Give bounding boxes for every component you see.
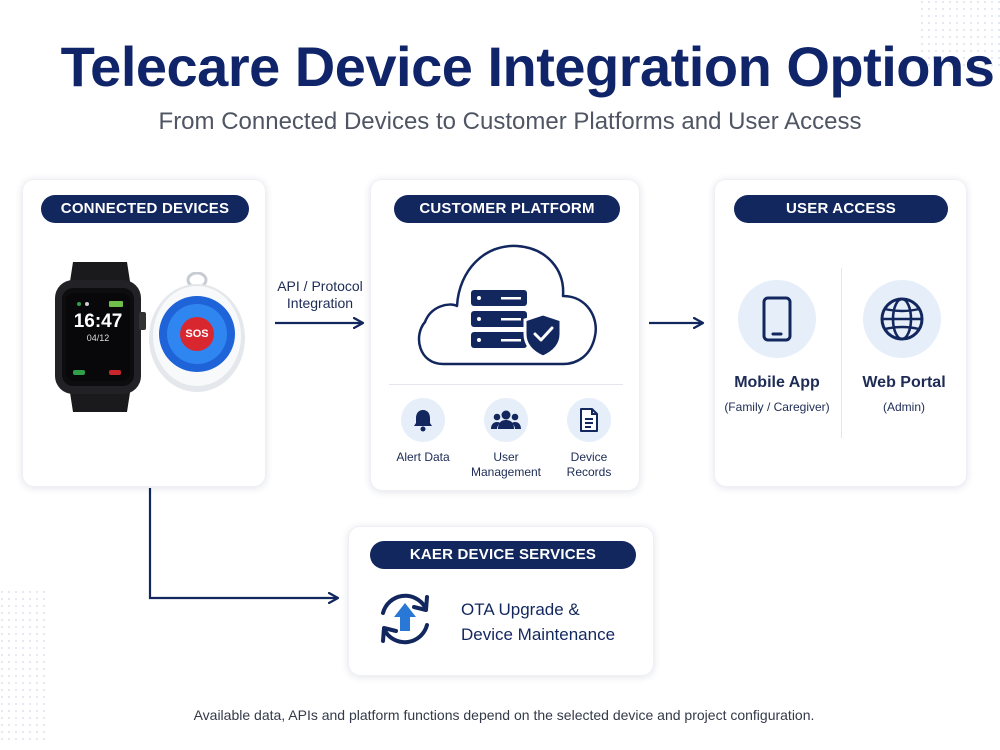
sos-pendant-image — [149, 272, 245, 392]
web-portal-title: Web Portal — [862, 374, 946, 391]
connected-devices-card: CONNECTED DEVICES 16:47 04/12 SOS — [22, 179, 266, 487]
mobile-app-title: Mobile App — [734, 374, 820, 391]
user-access-divider — [841, 268, 842, 438]
user-access-card: USER ACCESS Mobile App (Family / Caregiv… — [714, 179, 967, 487]
customer-platform-header: CUSTOMER PLATFORM — [394, 195, 620, 223]
connected-devices-header: CONNECTED DEVICES — [41, 195, 249, 223]
users-icon — [491, 410, 521, 429]
user-management-label: User Management — [470, 450, 542, 479]
user-access-header: USER ACCESS — [734, 195, 948, 223]
document-icon — [580, 408, 598, 432]
page-title: Telecare Device Integration Options — [60, 35, 995, 98]
ota-upgrade-icon — [381, 593, 429, 645]
web-portal-subtitle: (Admin) — [882, 400, 925, 414]
bell-icon — [414, 410, 432, 432]
smartphone-icon — [762, 296, 792, 342]
mobile-app-subtitle: (Family / Caregiver) — [724, 400, 830, 414]
web-portal-icon-circle — [863, 280, 941, 358]
device-records-label: Device Records — [566, 450, 612, 479]
cloud-server-icon — [417, 244, 597, 366]
smartwatch-image — [55, 262, 146, 412]
ota-upgrade-text: OTA Upgrade & Device Maintenance — [461, 600, 616, 644]
arrow-devices-to-kaer — [148, 488, 337, 598]
user-management-icon-circle — [484, 398, 528, 442]
platform-divider — [389, 384, 623, 385]
arrow-label-api: API / Protocol Integration — [277, 278, 363, 311]
sos-label: SOS — [185, 328, 209, 340]
device-records-icon-circle — [567, 398, 611, 442]
mobile-app-icon-circle — [738, 280, 816, 358]
page-subtitle: From Connected Devices to Customer Platf… — [158, 108, 862, 135]
alert-data-label: Alert Data — [396, 450, 450, 464]
decorative-dots-bottom-left — [0, 590, 50, 740]
customer-platform-card: CUSTOMER PLATFORM Alert Data — [370, 179, 640, 491]
alert-data-icon-circle — [401, 398, 445, 442]
footer-note: Available data, APIs and platform functi… — [193, 707, 815, 723]
decorative-dots-top-right — [920, 0, 1000, 70]
kaer-device-services-header: KAER DEVICE SERVICES — [370, 541, 636, 569]
watch-time: 16:47 — [73, 311, 123, 332]
globe-icon — [880, 297, 924, 341]
kaer-device-services-card: KAER DEVICE SERVICES OTA Upgrade & Devic… — [348, 526, 654, 676]
watch-date: 04/12 — [86, 333, 110, 343]
